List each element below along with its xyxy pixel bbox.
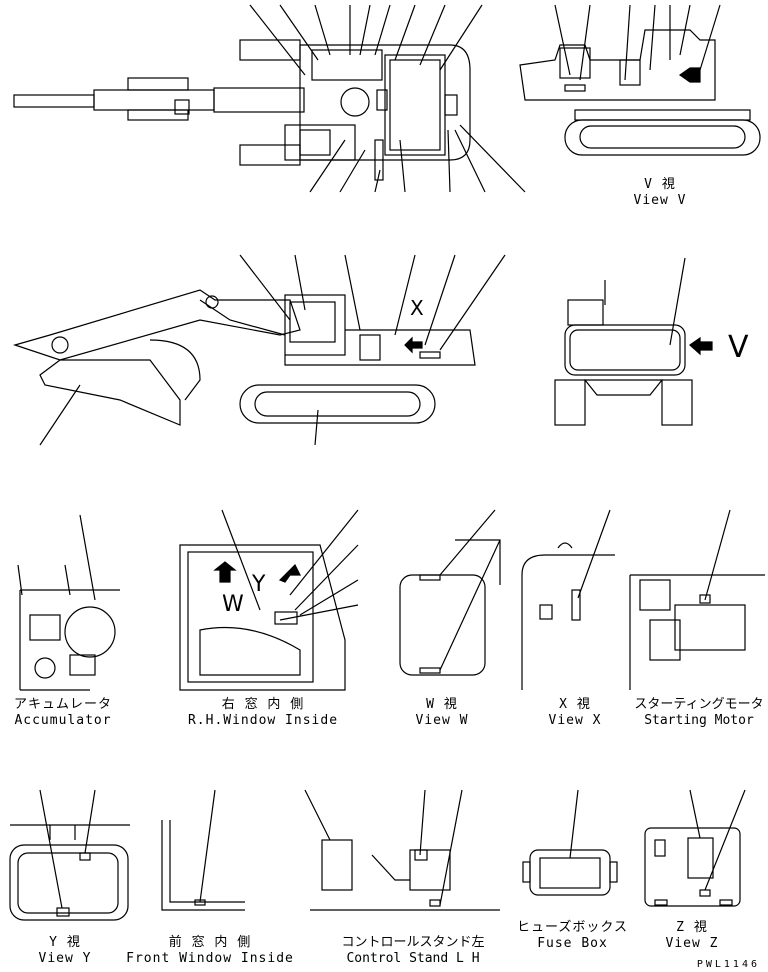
marker-w: W bbox=[222, 592, 244, 617]
drawing-code: PWL1146 bbox=[696, 959, 760, 970]
fuse-box-detail bbox=[522, 789, 618, 896]
side-view-v bbox=[519, 4, 761, 156]
caption-fuse-box: ヒューズボックス Fuse Box bbox=[517, 920, 628, 951]
marker-x: X bbox=[410, 296, 424, 320]
rh-window-detail bbox=[179, 509, 359, 691]
control-stand-detail bbox=[304, 789, 500, 911]
view-x-detail bbox=[521, 509, 615, 690]
caption-view-x: X 視 View X bbox=[548, 697, 602, 728]
side-view-full-excavator bbox=[12, 254, 506, 446]
caption-view-v: V 視 View V bbox=[633, 177, 687, 208]
top-view-excavator bbox=[13, 4, 526, 193]
caption-control-stand: コントロールスタンド左 Control Stand L H bbox=[341, 935, 485, 966]
caption-view-w: W 視 View W bbox=[415, 697, 469, 728]
view-y-detail bbox=[9, 789, 130, 921]
caption-view-y: Y 視 View Y bbox=[38, 935, 92, 966]
starting-motor-detail bbox=[629, 509, 765, 690]
rear-view bbox=[554, 257, 713, 426]
caption-front-window: 前 窓 内 側 Front Window Inside bbox=[126, 935, 294, 966]
caption-view-z: Z 視 View Z bbox=[665, 920, 719, 951]
marker-v: V bbox=[728, 330, 749, 365]
view-w-detail bbox=[399, 509, 501, 676]
caption-starting-motor: スターティングモータ Starting Motor bbox=[634, 697, 764, 728]
accumulator-detail bbox=[17, 514, 120, 691]
view-z-detail bbox=[644, 789, 746, 907]
caption-accumulator: アキュムレータ Accumulator bbox=[13, 697, 112, 728]
marker-y: Y bbox=[252, 572, 266, 597]
front-window-detail bbox=[161, 789, 245, 911]
caption-rh-window: 右 窓 内 側 R.H.Window Inside bbox=[187, 697, 339, 728]
